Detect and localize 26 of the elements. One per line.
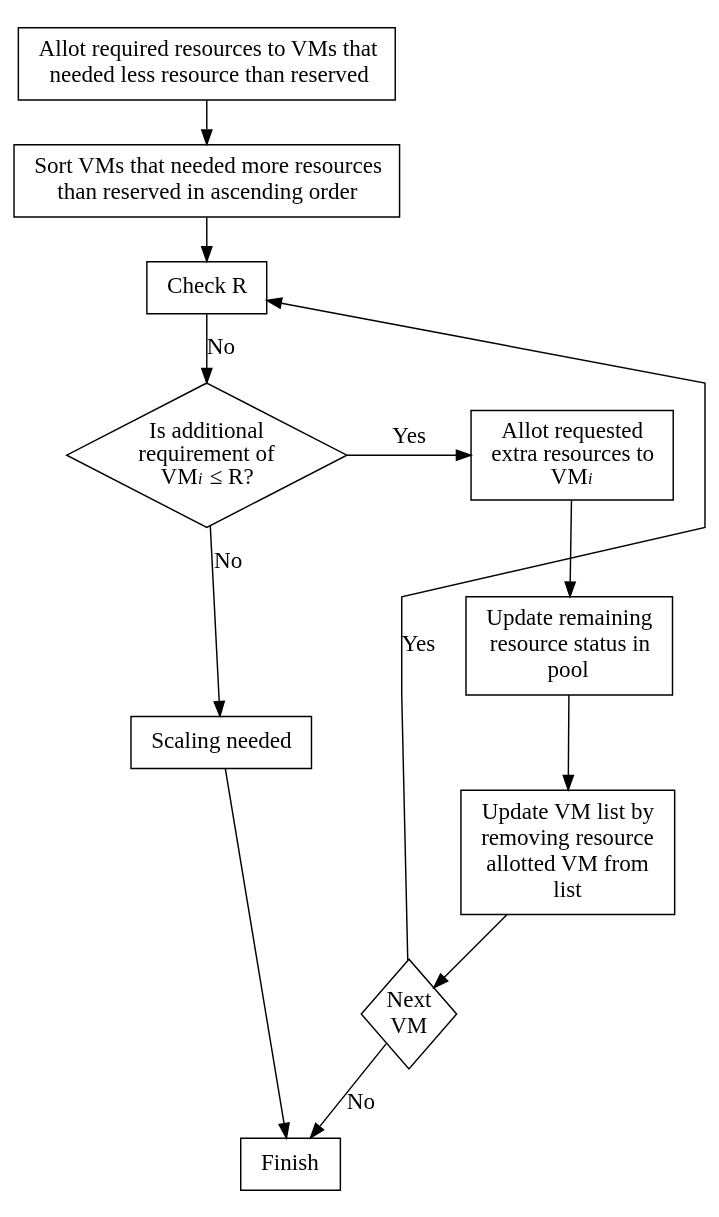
edge-label: No: [214, 546, 243, 573]
node-diamond: Is additional requirement of VMi ≤ R?: [65, 381, 349, 528]
node-box: Sort VMs that needed more resources than reserved in ascending order: [13, 143, 401, 218]
node-box: Allot requested extra resources to VMi: [470, 409, 674, 501]
arrow: [309, 1042, 387, 1140]
arrow: [224, 767, 290, 1140]
arrow: [200, 312, 213, 385]
arrow: [562, 693, 575, 792]
node-box: Scaling needed: [130, 715, 313, 769]
node-box: Finish: [240, 1137, 342, 1191]
edge-label: Yes: [401, 629, 436, 656]
edge-label: No: [206, 332, 236, 359]
node-box: Allot required resources to VMs that needed less resource than reserved: [17, 26, 396, 101]
arrow: [209, 524, 226, 718]
arrow: [564, 498, 577, 599]
arrow: [200, 98, 213, 147]
node-box: Update VM list by removing resource allotted VM from list: [460, 789, 676, 915]
arrow: [264, 296, 706, 961]
node-box: Update remaining resource status in pool: [465, 595, 674, 696]
arrow: [432, 913, 508, 989]
node-box: Check R: [146, 260, 268, 314]
edge-label: No: [346, 1087, 376, 1114]
arrow: [200, 216, 213, 263]
edge-label: Yes: [392, 421, 426, 448]
node-diamond: Next VM: [360, 957, 458, 1070]
arrow: [346, 448, 474, 461]
